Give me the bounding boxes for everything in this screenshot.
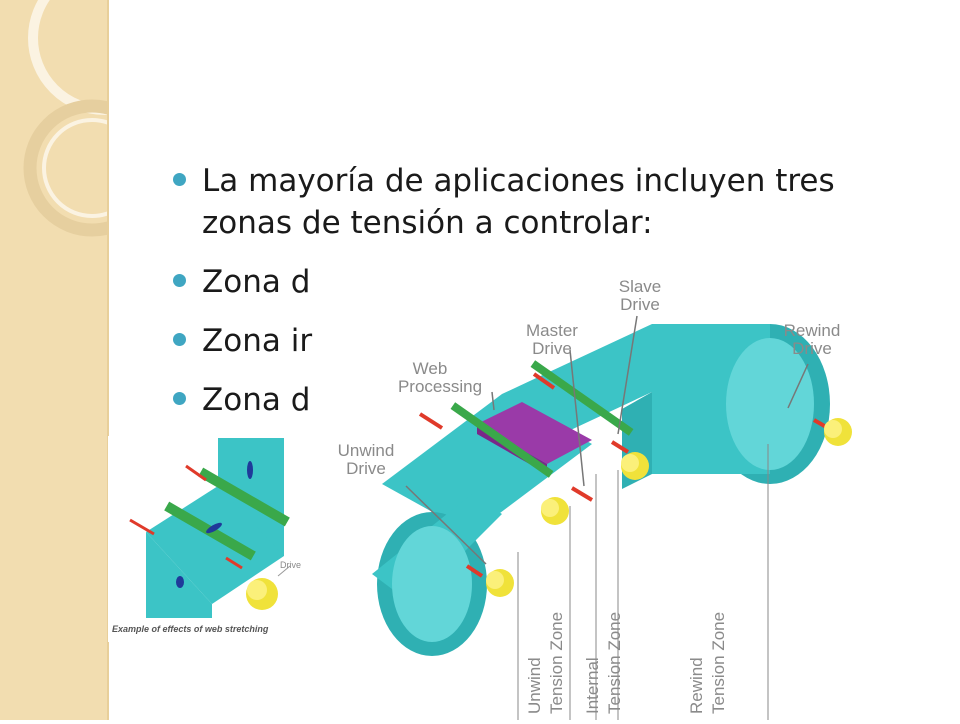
decorative-side-strip: [0, 0, 109, 720]
internal-zone-label: Internal: [583, 657, 602, 714]
rewind-zone-label: Tension Zone: [709, 612, 728, 714]
slave-drive-label: Drive: [620, 295, 660, 314]
slave-drive-label: Slave: [619, 277, 662, 296]
bullet-text: Zona ir: [202, 323, 313, 359]
unwind-drive-label: Unwind: [338, 441, 395, 460]
rewind-drive-label: Drive: [792, 339, 832, 358]
rewind-drive-label: Rewind: [784, 321, 841, 340]
bullet-dot: [173, 333, 186, 346]
bullet-dot: [173, 173, 186, 186]
rewind-zone-label: Rewind: [687, 657, 706, 714]
label-arrows: [405, 315, 809, 565]
bullet-item: Zona d: [170, 261, 930, 303]
bullet-dot: [173, 392, 186, 405]
figure-caption: Example of effects of web stretching: [112, 624, 269, 634]
unwind-zone-label: Unwind: [525, 657, 544, 714]
unwind-drive-label: Drive: [346, 459, 386, 478]
bullet-text: Zona d: [202, 382, 311, 418]
web-processing-label: Web: [413, 359, 448, 378]
web-processing-label: Processing: [398, 377, 482, 396]
zone-lines: [517, 444, 769, 720]
web-stretching-figure: Drive: [108, 436, 314, 642]
unwind-zone-label: Tension Zone: [547, 612, 566, 714]
bullet-text: La mayoría de aplicaciones incluyen tres…: [202, 163, 835, 241]
web-processing-block: [477, 402, 592, 464]
bullet-item: Zona d: [170, 379, 930, 421]
master-drive-label: Master: [526, 321, 578, 340]
internal-zone-label: Tension Zone: [605, 612, 624, 714]
rollers: [418, 360, 829, 578]
bullet-item: La mayoría de aplicaciones incluyen tres…: [170, 160, 930, 244]
small-drive-label: Drive: [280, 560, 301, 570]
bullet-dot: [173, 274, 186, 287]
bullet-item: Zona ir: [170, 320, 930, 362]
decorative-circles: [23, 0, 107, 237]
master-drive-label: Drive: [532, 339, 572, 358]
bullet-list: La mayoría de aplicaciones incluyen tres…: [170, 160, 930, 438]
bullet-text: Zona d: [202, 264, 311, 300]
web-tension-diagram: Slave Drive Master Drive Rewind Drive We…: [322, 274, 882, 720]
drive-motors: [486, 418, 852, 597]
